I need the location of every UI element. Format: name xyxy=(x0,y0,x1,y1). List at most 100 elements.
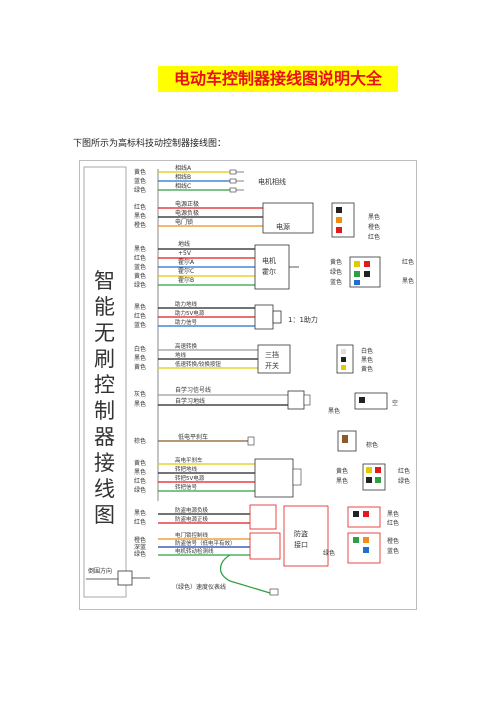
svg-text:防盗电源正极: 防盗电源正极 xyxy=(175,515,209,523)
svg-text:黑色: 黑色 xyxy=(134,245,146,253)
svg-text:橙色: 橙色 xyxy=(134,221,146,229)
speed3-group: 白色 黑色 黄色 高速转换 地线 低速转换/较换按钮 三挡 开关 白色 黑色 黄… xyxy=(134,342,373,374)
speed3-box xyxy=(257,344,291,374)
svg-text:棕色: 棕色 xyxy=(134,437,146,445)
controller-title-box xyxy=(83,166,127,598)
svg-text:黑色: 黑色 xyxy=(134,303,146,311)
antitheft-group: 黑色 红色 橙色 深蓝 绿色 防盗电源负极 防盗电源正极 电门锁控制线 防盗信号… xyxy=(134,504,399,567)
vertical-title-char: 制 xyxy=(94,399,115,423)
vertical-title-char: 能 xyxy=(94,295,115,319)
svg-text:黄色: 黄色 xyxy=(134,363,146,371)
svg-text:自学习信号线: 自学习信号线 xyxy=(175,386,211,394)
vertical-title-char: 控 xyxy=(94,373,115,397)
svg-text:黑色: 黑色 xyxy=(134,212,146,220)
learn-connector xyxy=(287,390,305,410)
wire-label: 相线A xyxy=(175,164,192,172)
power-group: 红色 黑色 橙色 电源正极 电源负极 电门锁 电源 黑色 橙色 红色 xyxy=(134,200,380,241)
svg-text:红色: 红色 xyxy=(387,519,399,527)
svg-text:黑色: 黑色 xyxy=(336,477,348,485)
svg-text:防盗电源负极: 防盗电源负极 xyxy=(175,506,209,514)
phase-group: 黄色 蓝色 绿色 相线A 相线B 相线C 电机相线 xyxy=(134,164,286,194)
svg-text:自学习地线: 自学习地线 xyxy=(175,397,205,405)
svg-text:黄色: 黄色 xyxy=(134,272,146,280)
throttle-group: 黄色 黑色 红色 绿色 高电平刹车 转把地线 转把5V电源 转把信号 黄色 黑色… xyxy=(134,456,410,498)
svg-text:棕色: 棕色 xyxy=(366,441,378,449)
brake-group: 棕色 低电平刹车 棕色 xyxy=(134,430,378,452)
svg-text:地线: 地线 xyxy=(178,240,190,248)
svg-text:助力地线: 助力地线 xyxy=(175,300,198,308)
svg-text:电机: 电机 xyxy=(262,256,276,265)
vertical-title-char: 智 xyxy=(94,269,115,293)
svg-text:绿色: 绿色 xyxy=(134,486,146,494)
svg-text:蓝色: 蓝色 xyxy=(387,547,399,555)
svg-text:黄色: 黄色 xyxy=(134,459,146,467)
svg-text:空: 空 xyxy=(392,399,398,407)
svg-text:红色: 红色 xyxy=(134,254,146,262)
svg-text:低速转换/较换按钮: 低速转换/较换按钮 xyxy=(175,360,221,368)
vertical-title-char: 接 xyxy=(94,451,115,475)
svg-text:红色: 红色 xyxy=(134,477,146,485)
hall-box xyxy=(254,244,290,290)
svg-text:蓝色: 蓝色 xyxy=(134,321,146,329)
svg-text:红色: 红色 xyxy=(368,233,380,241)
svg-text:防盗: 防盗 xyxy=(294,529,308,538)
svg-text:接口: 接口 xyxy=(294,540,308,549)
svg-text:绿色: 绿色 xyxy=(398,477,410,485)
svg-text:黄色: 黄色 xyxy=(336,467,348,475)
svg-text:红色: 红色 xyxy=(134,203,146,211)
svg-text:电源: 电源 xyxy=(276,222,290,231)
wire-label: 相线B xyxy=(175,173,191,181)
svg-text:电源负极: 电源负极 xyxy=(175,209,199,217)
svg-text:霍尔C: 霍尔C xyxy=(178,267,194,275)
svg-text:红色: 红色 xyxy=(134,518,146,526)
svg-text:白色: 白色 xyxy=(134,345,146,353)
svg-text:转把信号: 转把信号 xyxy=(175,483,198,491)
svg-text:绿色: 绿色 xyxy=(330,268,342,276)
svg-text:电源正极: 电源正极 xyxy=(175,200,199,208)
svg-text:（绿色）速度仪表线: （绿色）速度仪表线 xyxy=(172,583,226,591)
svg-text:防盗信号（低电平有效）: 防盗信号（低电平有效） xyxy=(175,539,236,547)
svg-text:转把5V电源: 转把5V电源 xyxy=(175,474,205,482)
svg-text:助力信号: 助力信号 xyxy=(175,318,198,326)
svg-text:地线: 地线 xyxy=(175,351,187,359)
vertical-title-char: 无 xyxy=(94,321,115,345)
svg-text:灰色: 灰色 xyxy=(134,390,146,398)
svg-text:开关: 开关 xyxy=(265,361,279,370)
color-label: 黄色 xyxy=(134,168,146,176)
svg-text:三挡: 三挡 xyxy=(265,350,279,359)
svg-text:黑色: 黑色 xyxy=(387,510,399,518)
svg-text:黑色: 黑色 xyxy=(368,213,380,221)
svg-text:蓝色: 蓝色 xyxy=(330,278,342,286)
svg-text:橙色: 橙色 xyxy=(134,536,146,544)
svg-text:黑色: 黑色 xyxy=(402,277,414,285)
svg-text:黑色: 黑色 xyxy=(134,468,146,476)
svg-text:红色: 红色 xyxy=(134,312,146,320)
svg-text:白色: 白色 xyxy=(361,347,373,355)
svg-text:电机转动检测线: 电机转动检测线 xyxy=(175,547,214,555)
wire-label: 相线C xyxy=(175,182,191,190)
svg-text:电门锁: 电门锁 xyxy=(175,218,193,226)
page-title: 电动车控制器接线图说明大全 xyxy=(173,69,382,88)
svg-text:黑色: 黑色 xyxy=(134,509,146,517)
svg-text:黄色: 黄色 xyxy=(361,365,373,373)
svg-text:高速转换: 高速转换 xyxy=(175,342,198,350)
svg-text:高电平刹车: 高电平刹车 xyxy=(175,456,203,464)
svg-text:黑色: 黑色 xyxy=(134,354,146,362)
throttle-box xyxy=(254,458,294,498)
antitheft-box xyxy=(283,505,329,567)
power-connector xyxy=(331,202,355,238)
color-label: 绿色 xyxy=(134,186,146,194)
vertical-title-char: 线 xyxy=(94,477,115,501)
svg-text:霍尔A: 霍尔A xyxy=(178,258,195,266)
svg-text:黑色: 黑色 xyxy=(328,407,340,415)
phase-name: 电机相线 xyxy=(258,177,286,186)
svg-text:倒围方向: 倒围方向 xyxy=(88,567,112,575)
svg-text:绿色: 绿色 xyxy=(134,550,146,558)
svg-text:橙色: 橙色 xyxy=(368,223,380,231)
svg-text:黑色: 黑色 xyxy=(134,400,146,408)
svg-text:黄色: 黄色 xyxy=(330,258,342,266)
wiring-diagram-panel: 智能无刷控制器接线图 黄色 蓝色 绿色 相线A 相线B 相线C 电机相线 红色 … xyxy=(79,160,417,610)
assist-group: 黑色 红色 蓝色 助力地线 助力5V电源 助力信号 1：1助力 xyxy=(134,300,318,330)
